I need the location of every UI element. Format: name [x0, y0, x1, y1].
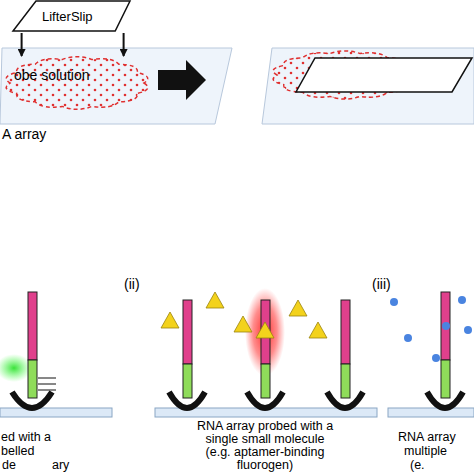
panel-number: (ii)	[124, 276, 140, 292]
drawing-part	[441, 292, 450, 360]
drawing-part	[388, 408, 474, 417]
probe-solution-cloud: obe solution	[2, 52, 152, 114]
drawing-part	[28, 292, 37, 360]
array-surface	[0, 48, 232, 124]
slip-path	[13, 1, 130, 31]
node-text: LifterSlip	[42, 9, 124, 24]
panel-i	[0, 292, 112, 417]
drawing-part	[458, 296, 466, 304]
panel-iii	[388, 292, 474, 417]
drawing-part	[0, 354, 32, 382]
lifterslip-placed	[296, 58, 472, 92]
drawing-part	[0, 408, 112, 417]
drawing-part	[183, 300, 192, 364]
panel-caption: RNA array probed with a single small mol…	[195, 420, 335, 472]
drawing-part	[169, 392, 205, 408]
aptamer-construct	[169, 300, 205, 408]
drop-arrow	[21, 33, 23, 56]
drawing-part	[161, 312, 179, 328]
drawing-part	[309, 322, 327, 338]
cloud-outline	[2, 52, 152, 114]
fluorogen-triangles	[161, 292, 327, 338]
drawing-part	[432, 354, 440, 362]
drop-arrow	[123, 33, 125, 56]
drawing-part	[341, 300, 350, 364]
drawing-part	[12, 392, 52, 408]
drawing-part	[341, 364, 350, 398]
panel-caption: (e.	[410, 459, 425, 472]
panel-caption: de	[2, 459, 16, 472]
panel-caption: multiple	[404, 445, 447, 458]
drawing-part	[38, 378, 56, 379]
drawing-part	[327, 392, 363, 408]
lifterslip-shape: LifterSlip	[12, 0, 132, 32]
drawing-part	[38, 390, 56, 391]
drawing-part	[234, 316, 252, 332]
drawing-part	[38, 384, 56, 385]
panel-caption: ed with a	[1, 431, 51, 444]
process-arrow	[158, 60, 206, 100]
panel-number: (iii)	[372, 276, 391, 292]
drawing-part	[261, 364, 270, 398]
panel-caption: RNA array	[398, 431, 456, 444]
drawing-part	[464, 326, 472, 334]
aptamer-construct	[327, 300, 363, 408]
drawing-part	[441, 360, 450, 398]
drawing-part	[404, 334, 412, 342]
array-surface	[262, 48, 474, 124]
panel-ii	[155, 288, 377, 417]
aptamer-construct	[247, 300, 283, 408]
node-text: obe solution	[14, 67, 144, 83]
drawing-part	[427, 392, 463, 408]
panel-caption: belled	[1, 445, 34, 458]
cloud-path	[6, 57, 148, 110]
drawing-part	[183, 364, 192, 398]
drawing-part	[256, 322, 274, 338]
drawing-part	[28, 360, 37, 398]
drawing-part	[247, 392, 283, 408]
drawing-part	[206, 292, 224, 308]
drawing-part	[390, 298, 398, 306]
array-label: A array	[2, 126, 46, 142]
small-molecules	[390, 296, 472, 362]
drawing-part	[442, 322, 450, 330]
drawing-part	[289, 300, 307, 316]
panel-caption: ary	[52, 459, 69, 472]
